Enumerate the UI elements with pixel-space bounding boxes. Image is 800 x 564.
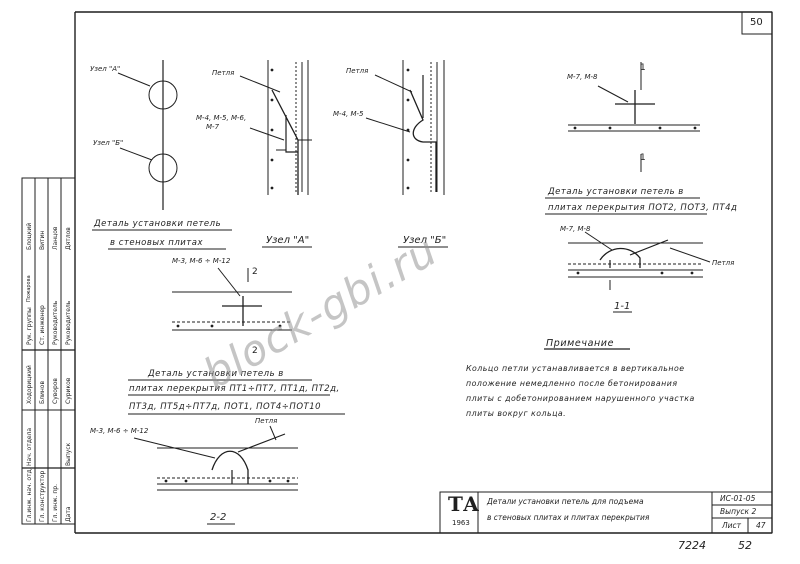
petlya-label-right: Петля (712, 259, 735, 267)
title-block-sheet-number: 47 (756, 521, 766, 530)
stamp-col4-4: Пожарова (26, 275, 32, 302)
title-block-logo: ТА (448, 492, 480, 516)
caption-slab-left-line1: Деталь установки петель в (148, 369, 284, 379)
petlya-label-bottom: Петля (255, 417, 278, 425)
m-label-a2: М-7 (206, 123, 220, 131)
stamp-col3-3: Руководитель (65, 300, 72, 345)
stamp-col1-2: Гл. конструктор (39, 470, 46, 522)
uzel-a-title: Узел "А" (266, 235, 310, 246)
caption-wall-line1: Деталь установки петель (94, 219, 222, 229)
uzel-a-drawing (239, 60, 312, 195)
title-block-issue: Выпуск 2 (720, 507, 757, 516)
stamp-col3-1: Ст. инженер (39, 305, 46, 345)
slab-1-1-detail (568, 231, 711, 290)
m-label-a: М-4, М-5, М-6, (196, 114, 247, 122)
uzel-a-circle (148, 80, 178, 110)
section-2-top: 2 (252, 267, 258, 277)
m-label-b: М-4, М-5 (333, 110, 364, 118)
section-2-bottom: 2 (252, 346, 258, 356)
stamp-col2-0: Ходорицкий (26, 365, 33, 404)
stamp-col4-2: Ланцов (52, 226, 59, 250)
note-line4: плиты вокруг кольца. (466, 409, 567, 418)
caption-slab-left-line2: плитах перекрытия ПТ1÷ПТ7, ПТ1д, ПТ2д, (129, 384, 340, 394)
title-block-line1: Детали установки петель для подъема (487, 497, 644, 506)
note-line1: Кольцо петли устанавливается в вертикаль… (466, 364, 685, 373)
title-block-sheet-label: Лист (722, 521, 742, 530)
stamp-col1-3: Гл. инж. пр. (52, 484, 59, 522)
section-1-top: 1 (640, 63, 646, 73)
stamp-col1-4: Дата (65, 506, 72, 522)
sheet-number: 50 (750, 17, 763, 28)
stamp-col1-0: Гл.инж. нач. отд. (26, 467, 33, 522)
caption-slab-left-line3: ПТ3д, ПТ5д÷ПТ7д, ПОТ1, ПОТ4÷ПОТ10 (129, 402, 322, 412)
petlya-label-b: Петля (346, 67, 369, 75)
stamp-col4-0: Блоцкий (26, 222, 33, 250)
view-2-2: 2-2 (210, 512, 227, 523)
section-1-bottom: 1 (640, 153, 646, 163)
stamp-col1-1: Нач. отдела (26, 427, 33, 466)
stamp-col3-2: Руководитель (52, 300, 59, 345)
petlya-label-a: Петля (212, 69, 235, 77)
note-title: Примечание (546, 338, 615, 349)
uzel-b-circle (148, 153, 178, 183)
note-line3: плиты с добетонированием нарушенного уча… (466, 394, 695, 403)
corner-number: 52 (738, 539, 752, 552)
view-1-1: 1-1 (614, 301, 631, 312)
uzel-b-drawing (365, 60, 445, 195)
note-line2: положение немедленно после бетонирования (466, 379, 678, 388)
stamp-col4-3: Дятлов (65, 227, 72, 250)
m-label-right-top: М-7, М-8 (567, 73, 598, 81)
caption-slab-right-line1: Деталь установки петель в (548, 187, 684, 197)
corner-code: 7224 (678, 539, 706, 552)
slab-right-detail (568, 62, 700, 172)
sheet-number-box (741, 11, 773, 35)
stamp-col2-4: Выпуск (65, 442, 72, 466)
title-block-code: ИС-01-05 (720, 494, 756, 503)
caption-wall-line2: в стеновых плитах (110, 238, 203, 248)
uzel-b-callout: Узел "Б" (93, 139, 124, 147)
stamp-col2-3: Суриков (65, 377, 72, 404)
rebar-dots (164, 68, 697, 483)
title-block-year: 1963 (452, 519, 470, 527)
title-block-line2: в стеновых плитах и плитах перекрытия (487, 513, 650, 522)
stamp-col2-1: Блинов (39, 381, 46, 404)
slab-2-2-detail (133, 425, 298, 491)
m-label-left-mid: М-3, М-6 ÷ М-12 (172, 257, 231, 265)
caption-slab-right-line2: плитах перекрытия ПОТ2, ПОТ3, ПТ4д (548, 203, 738, 213)
m-label-right-mid: М-7, М-8 (560, 225, 591, 233)
slab-left-mid-detail (172, 267, 292, 331)
stamp-col2-2: Суворов (52, 378, 59, 404)
title-block (439, 491, 773, 534)
m-label-bottom: М-3, М-6 ÷ М-12 (90, 427, 149, 435)
stamp-col3-0: Рук. группы (26, 307, 33, 345)
stamp-col4-1: Витин (39, 230, 46, 250)
uzel-a-callout: Узел "А" (90, 65, 121, 73)
uzel-b-title: Узел "Б" (403, 235, 447, 246)
